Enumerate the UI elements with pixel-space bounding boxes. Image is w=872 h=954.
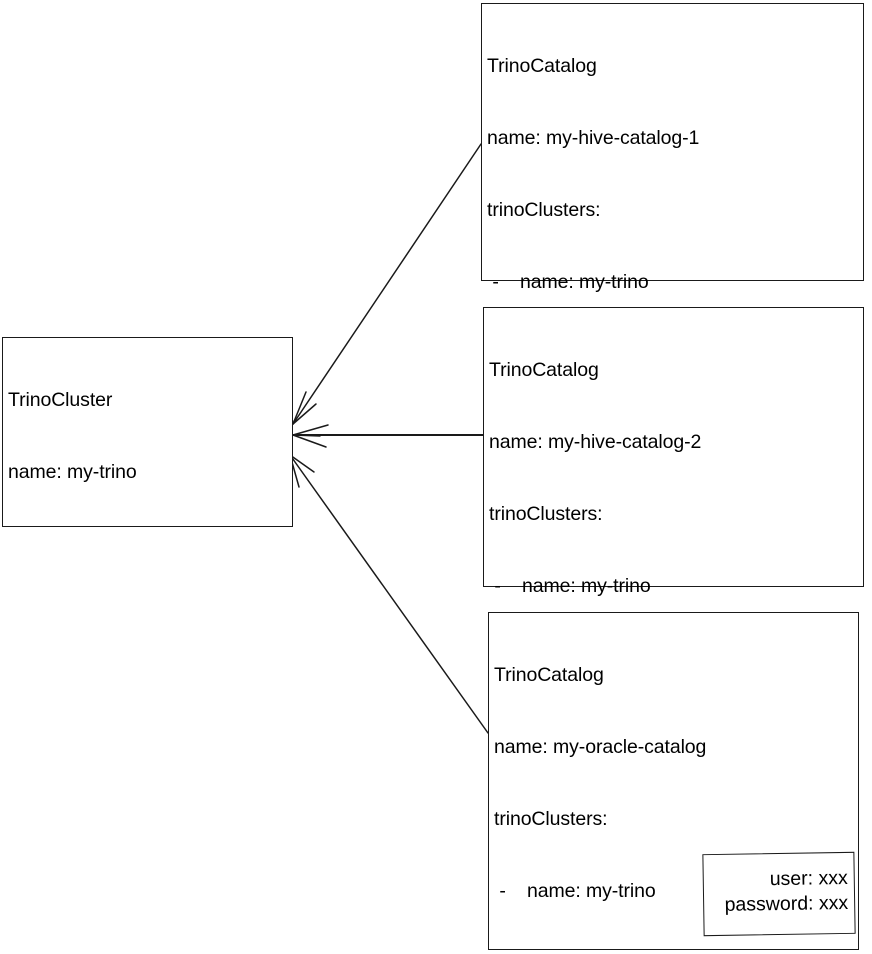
node-catalog-oracle-text: TrinoCatalog name: my-oracle-catalog tri… (494, 615, 854, 954)
text-line: password: xxx (724, 891, 849, 916)
text-line: oracle: (494, 951, 854, 954)
node-catalog-hive-1[interactable]: TrinoCatalog name: my-hive-catalog-1 tri… (481, 3, 864, 653)
text-line: - name: my-trino (494, 880, 656, 902)
edge-oracle-to-cluster (289, 454, 489, 734)
text-line: trinoClusters: (494, 808, 608, 830)
text-line: TrinoCatalog (494, 664, 604, 686)
node-trino-cluster[interactable]: TrinoCluster name: my-trino (2, 337, 293, 527)
text-line: TrinoCatalog (489, 359, 599, 381)
text-line: TrinoCluster (8, 389, 113, 411)
text-line: TrinoCatalog (487, 55, 597, 77)
text-line: name: my-hive-catalog-2 (489, 431, 702, 453)
edge-hive-2-to-cluster (292, 424, 484, 448)
node-catalog-oracle[interactable]: TrinoCatalog name: my-oracle-catalog tri… (488, 612, 859, 954)
text-line: trinoClusters: (487, 199, 601, 221)
text-line: name: my-trino (8, 461, 137, 483)
node-catalog-hive-2[interactable]: TrinoCatalog name: my-hive-catalog-2 tri… (483, 307, 864, 885)
node-oracle-secret-text: user: xxx password: xxx (704, 866, 849, 918)
text-line: trinoClusters: (489, 503, 603, 525)
text-line: - name: my-trino (489, 575, 651, 597)
text-line: user: xxx (769, 866, 848, 891)
arrowhead-strokes-cluster (288, 400, 321, 480)
edge-hive-1-to-cluster (292, 143, 482, 425)
text-line: name: my-hive-catalog-1 (487, 127, 700, 149)
text-line: name: my-oracle-catalog (494, 736, 707, 758)
node-oracle-secret[interactable]: user: xxx password: xxx (702, 851, 856, 937)
node-trino-cluster-text: TrinoCluster name: my-trino (8, 340, 288, 532)
text-line: - name: my-trino (487, 271, 649, 293)
